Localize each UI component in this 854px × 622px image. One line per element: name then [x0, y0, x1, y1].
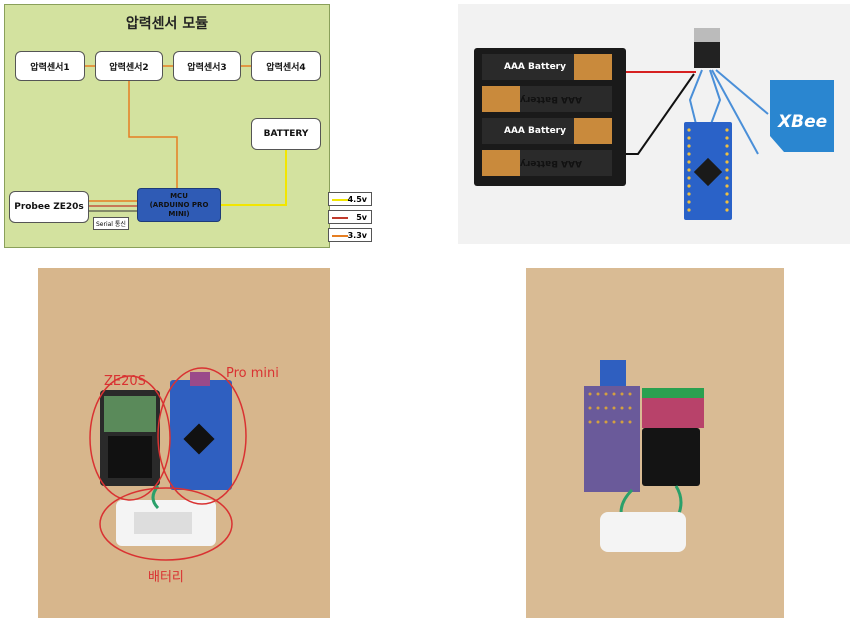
legend-item-5v: 5v: [328, 210, 372, 224]
annotation-pro-mini: Pro mini: [226, 366, 279, 381]
diagram-connectors: [85, 65, 287, 212]
mcu-box: MCU (ARDUINO PRO MINI): [137, 188, 221, 222]
photo-left-drawing: [89, 367, 247, 561]
block-diagram-panel: 압력센서 모듈 압력센서1 압력센서2 압력센서3 압력센서4 BATTERY …: [4, 4, 330, 248]
probee-box: Probee ZE20s: [9, 191, 89, 223]
legend-swatch: [332, 217, 348, 219]
legend-label: 3.3v: [347, 230, 367, 240]
legend-item-4-5v: 4.5v: [328, 192, 372, 206]
photo-right-module: [526, 268, 784, 618]
legend-label: 5v: [356, 212, 367, 222]
annotation-ze20s: ZE20S: [104, 374, 146, 389]
photo-left-assembly: ZE20S Pro mini 배터리: [38, 268, 330, 618]
annotation-battery: 배터리: [148, 570, 184, 585]
diagram-title: 압력센서 모듈: [125, 16, 209, 32]
xbee-label: XBee: [778, 112, 828, 132]
sensor-box-3: 압력센서3: [173, 51, 241, 81]
battery-label: AAA Battery: [520, 158, 582, 168]
sensor-box-2: 압력센서2: [95, 51, 163, 81]
legend-item-3-3v: 3.3v: [328, 228, 372, 242]
battery-box: BATTERY: [251, 118, 321, 150]
circuit-illustration: AAA Battery AAA Battery AAA Battery AAA …: [458, 4, 850, 244]
legend-swatch: [332, 235, 348, 237]
serial-label: Serial 통신: [93, 217, 129, 230]
battery-label: AAA Battery: [504, 126, 566, 136]
legend-label: 4.5v: [347, 194, 367, 204]
sensor-box-4: 압력센서4: [251, 51, 321, 81]
photo-right-drawing: [584, 360, 704, 552]
circuit-wires: [474, 28, 834, 220]
battery-label: AAA Battery: [504, 62, 566, 72]
battery-label: AAA Battery: [520, 94, 582, 104]
sensor-box-1: 압력센서1: [15, 51, 85, 81]
legend-swatch: [332, 199, 348, 201]
